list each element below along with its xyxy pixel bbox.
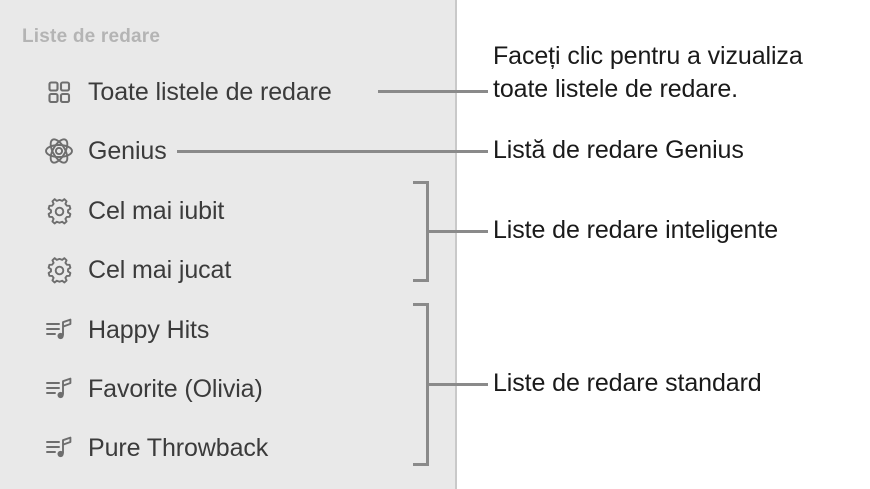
callout-leader-genius	[177, 150, 488, 153]
callout-bracket-standard-playlists	[413, 303, 429, 466]
annotation-genius: Listă de redare Genius	[493, 136, 744, 164]
sidebar-item-label: Pure Throwback	[88, 433, 269, 462]
sidebar-item-label: Genius	[88, 136, 167, 165]
playlists-sidebar	[0, 0, 455, 489]
gear-icon	[44, 196, 74, 226]
atom-icon	[44, 136, 74, 166]
callout-leader-all-playlists	[378, 90, 488, 93]
callout-leader-smart-playlists	[428, 230, 488, 233]
annotation-all-playlists: Faceți clic pentru a vizualiza toate lis…	[493, 42, 803, 103]
sidebar-item-label: Happy Hits	[88, 315, 210, 344]
sidebar-item-label: Favorite (Olivia)	[88, 374, 263, 403]
callout-leader-standard-playlists	[428, 383, 488, 386]
sidebar-item-label: Cel mai jucat	[88, 255, 232, 284]
playlist-note-icon	[44, 374, 74, 404]
grid-icon	[44, 77, 74, 107]
gear-icon	[44, 255, 74, 285]
sidebar-item-label: Toate listele de redare	[88, 77, 332, 106]
sidebar-item-label: Cel mai iubit	[88, 196, 225, 225]
annotation-standard-playlists: Liste de redare standard	[493, 369, 762, 397]
sidebar-divider	[455, 0, 457, 489]
callout-bracket-smart-playlists	[413, 181, 429, 282]
sidebar-section-header: Liste de redare	[22, 26, 161, 47]
playlist-note-icon	[44, 315, 74, 345]
playlist-note-icon	[44, 433, 74, 463]
annotation-smart-playlists: Liste de redare inteligente	[493, 216, 778, 244]
